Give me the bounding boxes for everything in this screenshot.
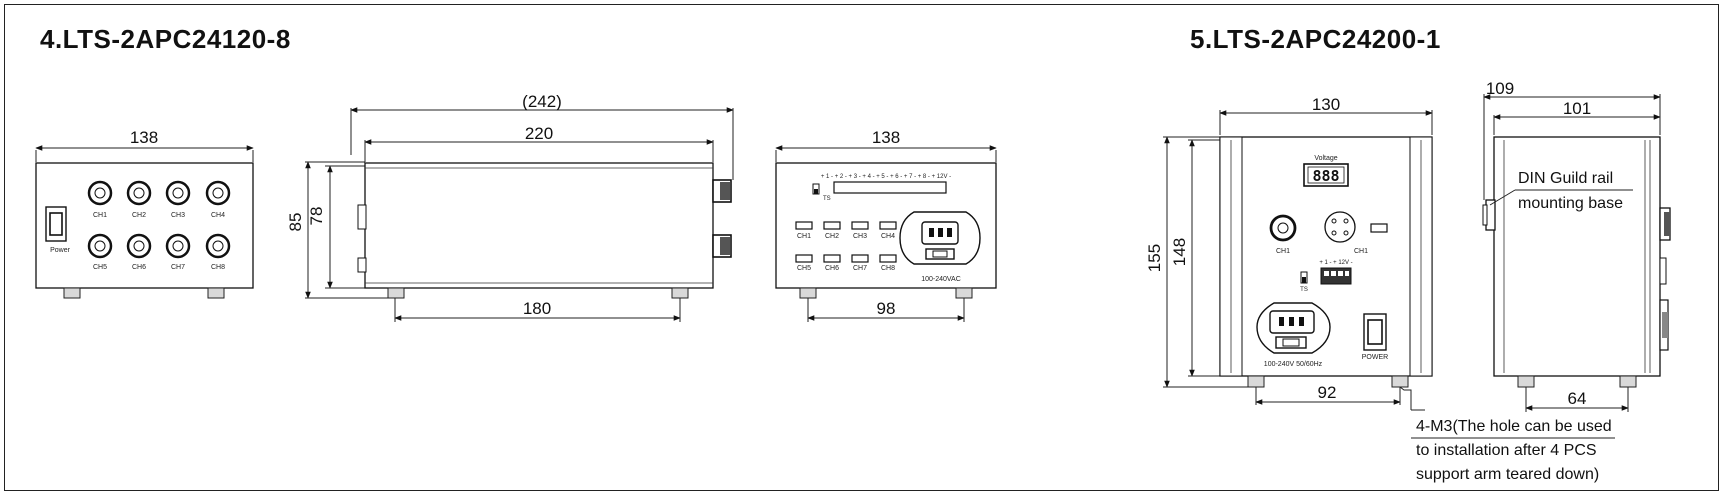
m5-ac-label: 100-240V 50/60Hz (1264, 361, 1323, 368)
output-label: CH7 (853, 265, 867, 272)
output-connector (795, 221, 813, 230)
ac-socket-icon (899, 211, 981, 265)
m5-side-feet-spacing-dim: 64 (1568, 389, 1587, 408)
drawing-frame (4, 4, 1719, 491)
ac-label: 100-240VAC (921, 276, 961, 283)
din-note-line-1: DIN Guild rail (1518, 170, 1613, 187)
output-label: CH2 (825, 233, 839, 240)
output-connector (795, 254, 813, 263)
voltage-label: Voltage (1314, 155, 1337, 162)
model-5-title: 5.LTS-2APC24200-1 (1190, 24, 1441, 54)
channel-label: CH7 (171, 264, 185, 271)
knob-icon (87, 233, 113, 259)
output-connector (823, 221, 841, 230)
total-height-dim: 85 (286, 213, 305, 232)
knob-icon (205, 233, 231, 259)
knob-icon (126, 180, 152, 206)
knob-icon (165, 180, 191, 206)
rear-width-dim: 138 (872, 128, 900, 147)
ac-socket-icon (1256, 302, 1331, 354)
m5-total-height-dim: 155 (1145, 244, 1164, 272)
m5-terminal-label: + 1 - + 12V - (1319, 260, 1352, 266)
channel-label: CH5 (93, 264, 107, 271)
output-connector (851, 221, 869, 230)
knob-label: CH1 (1276, 248, 1290, 255)
knob-icon (87, 180, 113, 206)
model-4-rear-view: 138 + 1 - + 2 - + 3 - + 4 - + 5 - + 6 - … (775, 128, 997, 322)
knob-icon (1269, 214, 1297, 242)
m5-power-label: POWER (1362, 354, 1388, 361)
connector-label: CH1 (1354, 248, 1368, 255)
output-label: CH6 (825, 265, 839, 272)
m5-body-height-dim: 148 (1170, 238, 1189, 266)
output-label: CH1 (797, 233, 811, 240)
front-width-dim: 138 (130, 128, 158, 147)
channel-label: CH1 (93, 212, 107, 219)
hole-note-line-3: support arm teared down) (1416, 466, 1599, 483)
m5-width-dim: 130 (1312, 95, 1340, 114)
knob-icon (165, 233, 191, 259)
model-4-side-view: (242) 220 85 78 180 (286, 92, 734, 322)
body-length-dim: 220 (525, 124, 553, 143)
body-height-dim: 78 (307, 207, 326, 226)
output-label: CH5 (797, 265, 811, 272)
foot (207, 287, 225, 299)
side-body (364, 162, 714, 289)
ts-label: TS (823, 196, 831, 202)
rear-feet-spacing-dim: 98 (877, 299, 896, 318)
m5-body-depth-dim: 101 (1563, 99, 1591, 118)
terminal-block (833, 181, 947, 194)
output-label: CH4 (881, 233, 895, 240)
m5-feet-spacing-dim: 92 (1318, 383, 1337, 402)
output-connector (1370, 223, 1388, 233)
channel-label: CH3 (171, 212, 185, 219)
hole-note-line-2: to installation after 4 PCS (1416, 442, 1597, 459)
display-digits: 888 (1312, 167, 1339, 185)
channel-label: CH8 (211, 264, 225, 271)
knob-icon (126, 233, 152, 259)
model-5-side-view: 109 101 DIN Guild rail mounting base 64 (1482, 79, 1671, 412)
channel-label: CH6 (132, 264, 146, 271)
output-connector (851, 254, 869, 263)
model-5-front-view: 130 155 148 Voltage 888 CH1 (1145, 95, 1615, 483)
round-connector-icon (1324, 211, 1356, 243)
output-connector (823, 254, 841, 263)
m5-ts-label: TS (1300, 287, 1308, 293)
channel-label: CH4 (211, 212, 225, 219)
output-connector (879, 254, 897, 263)
channel-label: CH2 (132, 212, 146, 219)
knob-icon (205, 180, 231, 206)
output-label: CH8 (881, 265, 895, 272)
terminal-label: + 1 - + 2 - + 3 - + 4 - + 5 - + 6 - + 7 … (821, 174, 951, 180)
hole-note-line-1: 4-M3(The hole can be used (1416, 418, 1612, 435)
overall-length-dim: (242) (522, 92, 562, 111)
m5-overall-depth-dim: 109 (1486, 79, 1514, 98)
feet-spacing-dim: 180 (523, 299, 551, 318)
din-note-line-2: mounting base (1518, 195, 1623, 212)
model-4-title: 4.LTS-2APC24120-8 (40, 24, 291, 54)
model-4-front-view: 138 Power CH1 CH2 CH3 CH4 CH5 CH6 CH7 CH… (35, 128, 254, 299)
output-label: CH3 (853, 233, 867, 240)
power-label: Power (50, 247, 71, 254)
output-connector (879, 221, 897, 230)
foot (63, 287, 81, 299)
